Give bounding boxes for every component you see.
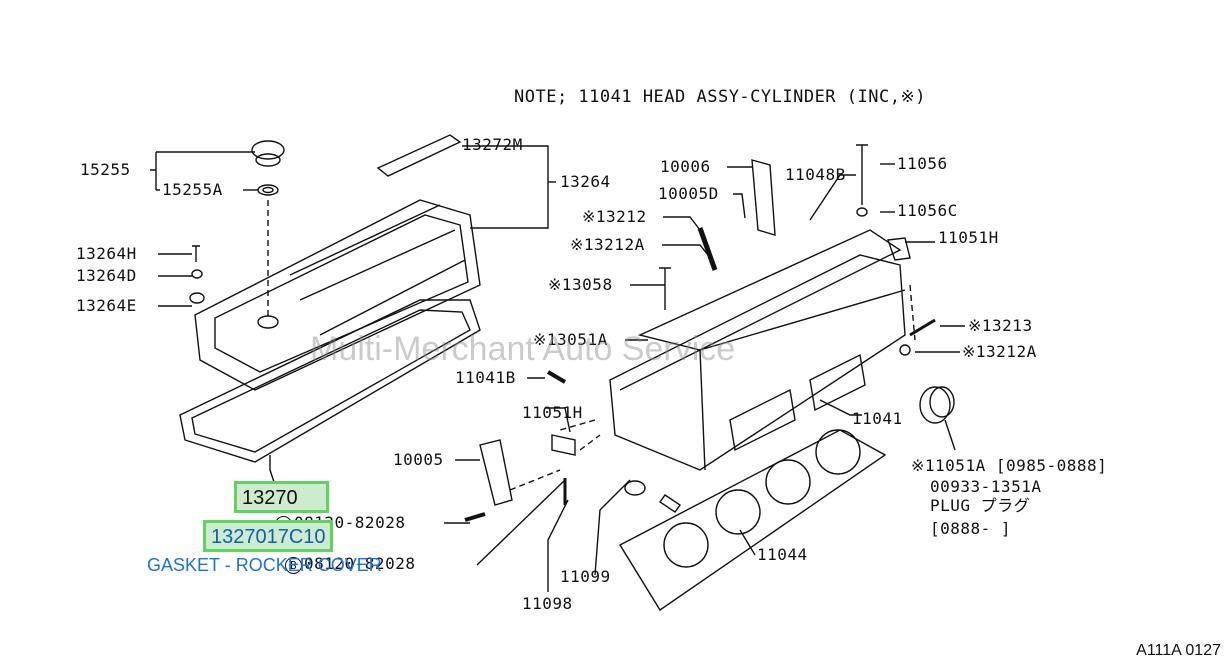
label-11056c: 11056C bbox=[897, 201, 958, 220]
label-11098: 11098 bbox=[522, 594, 573, 613]
label-10006: 10006 bbox=[660, 157, 711, 176]
part-number-13270: 13270 bbox=[242, 487, 298, 509]
label-13212a: ※13212A bbox=[570, 235, 645, 254]
label-11048b: 11048B bbox=[785, 165, 846, 184]
label-11056: 11056 bbox=[897, 154, 948, 173]
label-13212: ※13212 bbox=[582, 207, 647, 226]
label-15255a: 15255A bbox=[162, 180, 223, 199]
label-08120-b-text: 08120-82028 bbox=[304, 554, 416, 573]
watermark: Multi-Merchant Auto Service bbox=[310, 330, 736, 368]
label-10005d: 10005D bbox=[658, 184, 719, 203]
label-10005: 10005 bbox=[393, 450, 444, 469]
label-00933: 00933-1351A bbox=[930, 477, 1042, 496]
label-plug: PLUG プラグ bbox=[930, 496, 1031, 515]
note-text: NOTE; 11041 HEAD ASSY-CYLINDER (INC,※) bbox=[514, 87, 926, 107]
highlight-part-1327017c10[interactable]: 1327017C10 bbox=[203, 520, 333, 552]
label-13212a-right: ※13212A bbox=[962, 342, 1037, 361]
label-13264: 13264 bbox=[560, 172, 611, 191]
part-number-1327017c10: 1327017C10 bbox=[211, 526, 326, 548]
label-13058: ※13058 bbox=[548, 275, 613, 294]
label-13051a: ※13051A bbox=[533, 330, 608, 349]
label-13213: ※13213 bbox=[968, 316, 1033, 335]
label-11099: 11099 bbox=[560, 567, 611, 586]
bolt-b-icon: B bbox=[285, 557, 302, 574]
label-11051h-mid: 11051H bbox=[522, 403, 583, 422]
label-0888: [0888- ] bbox=[930, 519, 1012, 538]
label-11041: 11041 bbox=[852, 409, 903, 428]
label-13272m: 13272M bbox=[462, 135, 523, 154]
label-11041b: 11041B bbox=[455, 368, 516, 387]
label-11051a: ※11051A [0985-0888] bbox=[911, 456, 1108, 475]
highlight-part-13270[interactable]: 13270 bbox=[234, 481, 329, 513]
label-13264h: 13264H bbox=[76, 244, 137, 263]
label-15255: 15255 bbox=[80, 160, 131, 179]
label-11044: 11044 bbox=[757, 545, 808, 564]
part-caption[interactable]: GASKET - ROCKER COVER bbox=[147, 555, 382, 575]
diagram-reference: A111A 0127 bbox=[1136, 642, 1221, 659]
label-13264e: 13264E bbox=[76, 296, 137, 315]
label-11051h-top: 11051H bbox=[938, 228, 999, 247]
label-13264d: 13264D bbox=[76, 266, 137, 285]
